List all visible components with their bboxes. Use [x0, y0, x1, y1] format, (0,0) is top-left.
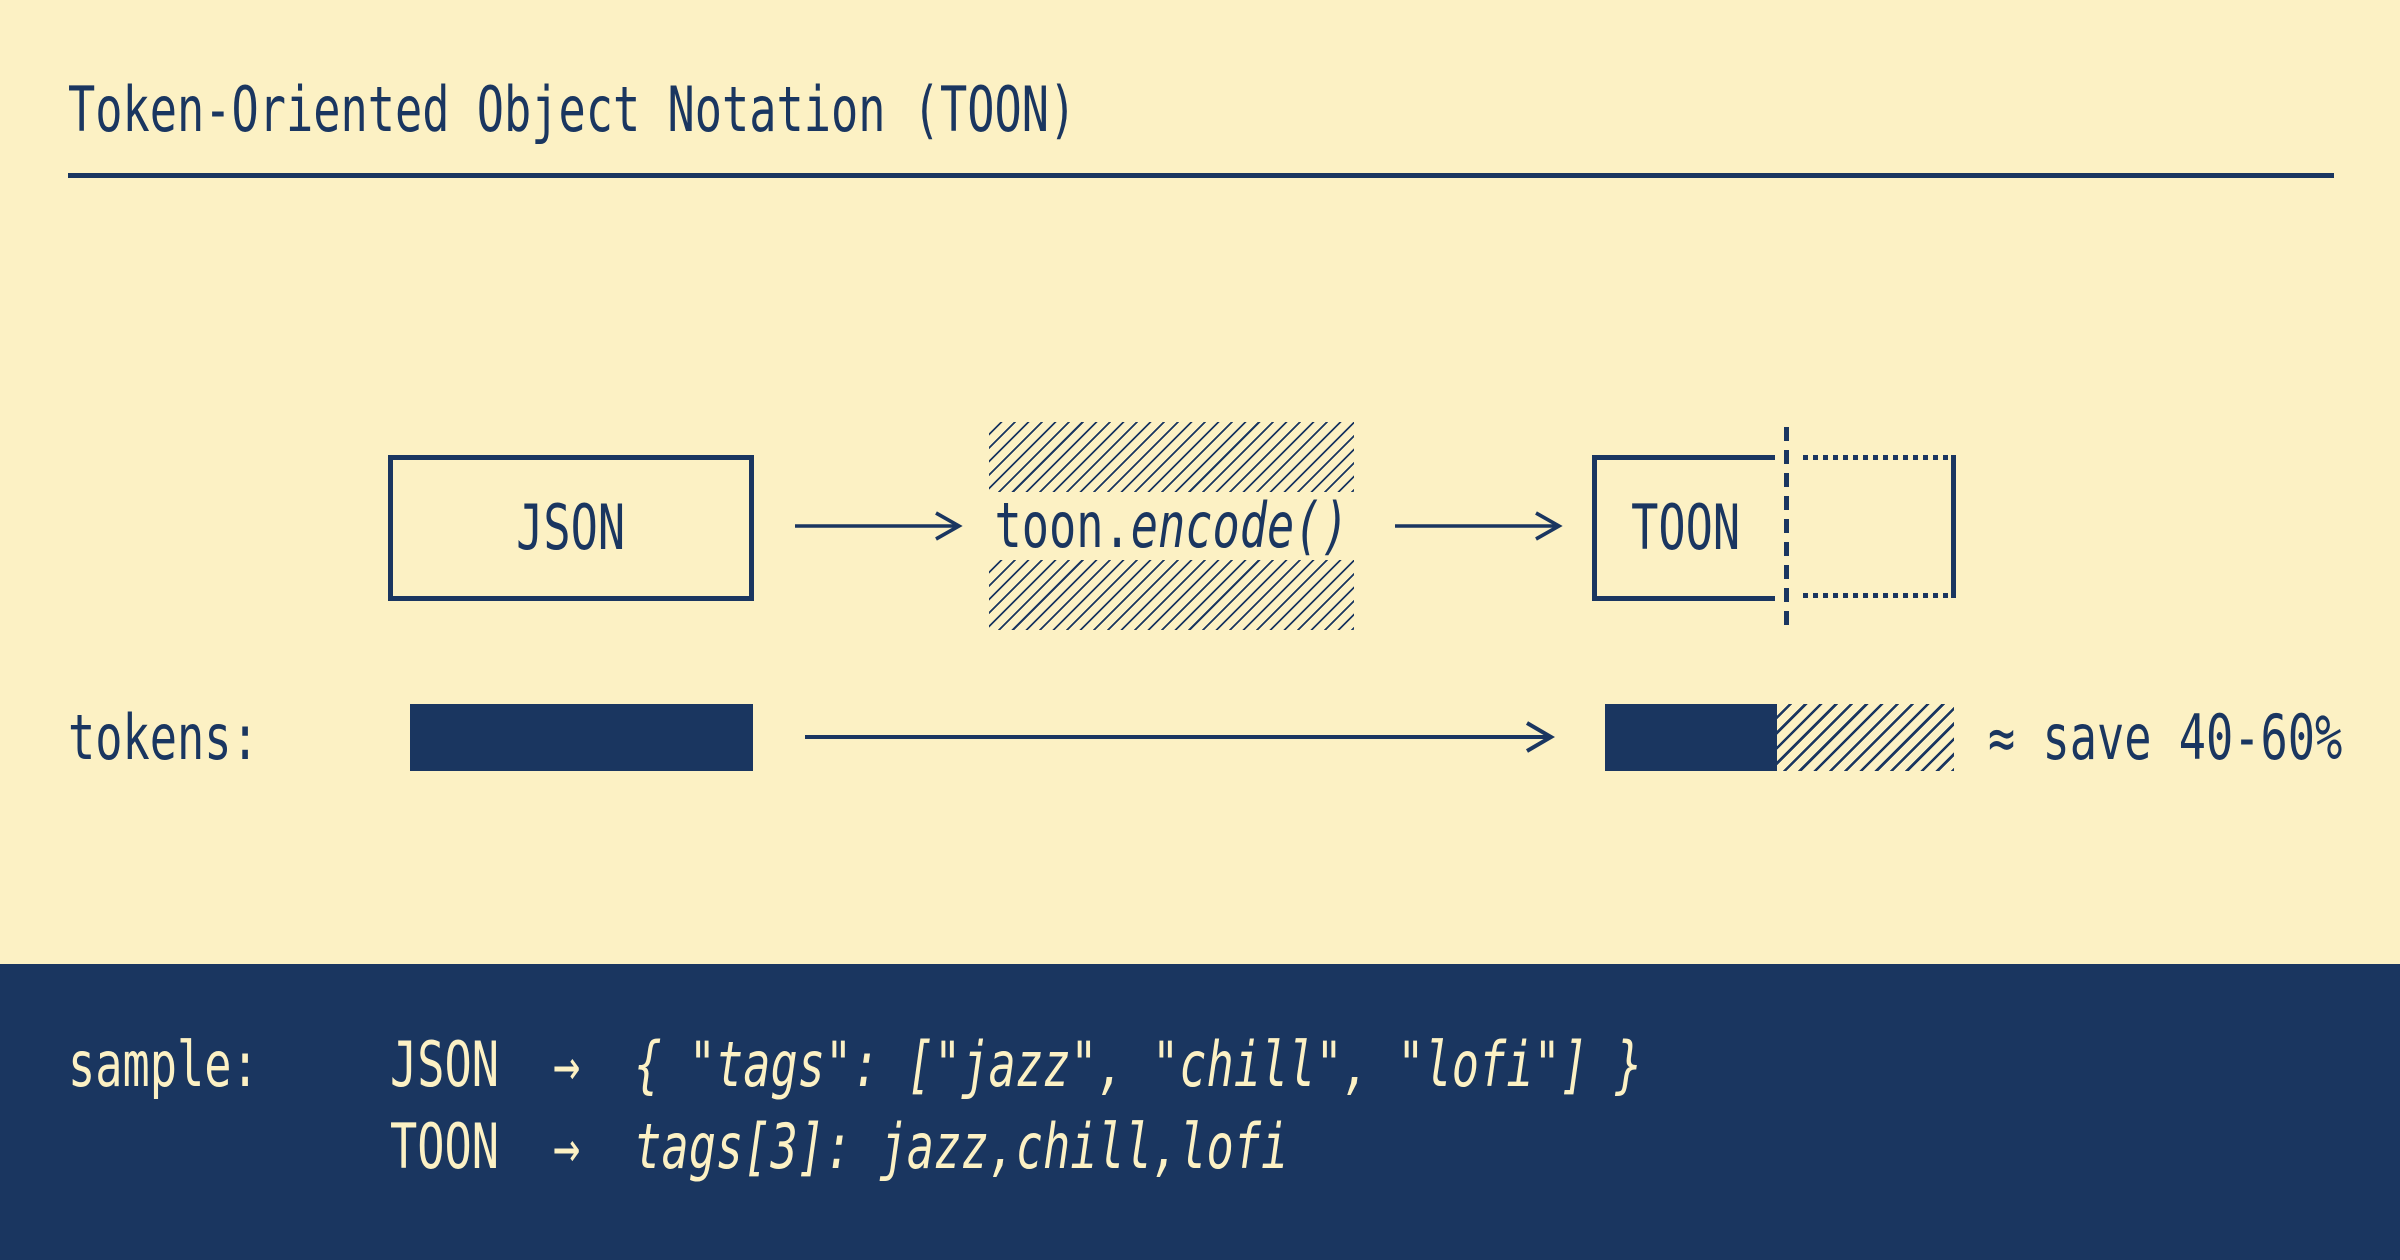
json-source-box: JSON — [388, 455, 754, 601]
sample-toon-code: tags[3]: jazz,chill,lofi — [634, 1110, 1289, 1183]
saved-space-dotted-top — [1803, 455, 1955, 460]
sample-row-json: JSON→{ "tags": ["jazz", "chill", "lofi"]… — [390, 1032, 2106, 1098]
encode-hatch-bottom — [989, 560, 1354, 630]
cut-dashed-line — [1784, 427, 1789, 628]
sample-row-json-text: JSON→{ "tags": ["jazz", "chill", "lofi"]… — [390, 1034, 1642, 1096]
savings-note-text: ≈ save 40-60% — [1988, 700, 2343, 774]
title-divider — [68, 173, 2334, 178]
sample-json-code: { "tags": ["jazz", "chill", "lofi"] } — [634, 1028, 1643, 1101]
arrow-right-icon — [795, 511, 963, 541]
sample-toon-format: TOON — [390, 1110, 499, 1183]
maps-to-arrow-icon: → — [553, 1110, 581, 1183]
encode-prefix: toon. — [994, 489, 1131, 562]
arrow-right-icon — [1395, 511, 1563, 541]
sample-row-toon: TOON→tags[3]: jazz,chill,lofi — [390, 1114, 1621, 1180]
toon-output-box: TOON — [1592, 455, 1775, 601]
saved-space-dotted-bottom — [1803, 593, 1955, 598]
encode-step-label: toon.encode() — [994, 495, 1348, 557]
toon-token-bar — [1605, 704, 1777, 771]
encode-step: toon.encode() — [989, 492, 1354, 560]
sample-label: sample: — [68, 1032, 329, 1098]
sample-json-format: JSON — [390, 1028, 499, 1101]
page-title-text: Token-Oriented Object Notation (TOON) — [68, 73, 1077, 146]
encode-call: encode() — [1130, 489, 1349, 562]
page-title: Token-Oriented Object Notation (TOON) — [68, 78, 1449, 142]
toon-output-label: TOON — [1631, 491, 1741, 564]
tokens-label-text: tokens: — [68, 700, 259, 774]
json-source-label: JSON — [516, 491, 626, 564]
saved-space-right-edge — [1951, 455, 1956, 598]
arrow-right-icon — [805, 721, 1555, 753]
sample-row-toon-text: TOON→tags[3]: jazz,chill,lofi — [390, 1116, 1288, 1178]
savings-note: ≈ save 40-60% — [1988, 704, 2400, 771]
tokens-row-label: tokens: — [68, 704, 329, 771]
maps-to-arrow-icon: → — [553, 1028, 581, 1101]
json-token-bar — [410, 704, 753, 771]
sample-panel: sample: JSON→{ "tags": ["jazz", "chill",… — [0, 964, 2400, 1260]
encode-hatch-top — [989, 422, 1354, 492]
saved-tokens-hatch-bar — [1777, 704, 1954, 771]
sample-label-text: sample: — [68, 1028, 259, 1101]
